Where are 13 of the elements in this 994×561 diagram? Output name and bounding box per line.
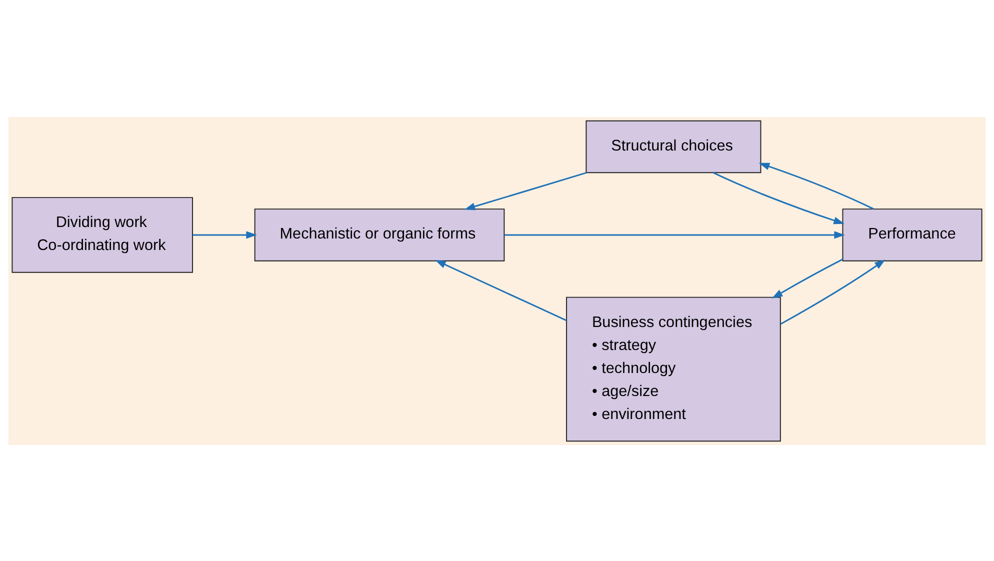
node-box: Business contingencies • strategy • technology • age/size • environment bbox=[566, 296, 781, 442]
arrow bbox=[712, 172, 844, 224]
node-box: Structural choices bbox=[586, 120, 762, 173]
arrow bbox=[780, 259, 886, 324]
arrow bbox=[758, 162, 874, 210]
node-box: Performance bbox=[842, 208, 982, 261]
arrow bbox=[435, 260, 567, 321]
arrow bbox=[464, 171, 587, 210]
arrow bbox=[192, 230, 257, 238]
node-box: Dividing work Co-ordinating work bbox=[12, 196, 193, 272]
arrow bbox=[504, 230, 845, 238]
node-box: Mechanistic or organic forms bbox=[254, 208, 505, 261]
arrow bbox=[772, 258, 844, 298]
